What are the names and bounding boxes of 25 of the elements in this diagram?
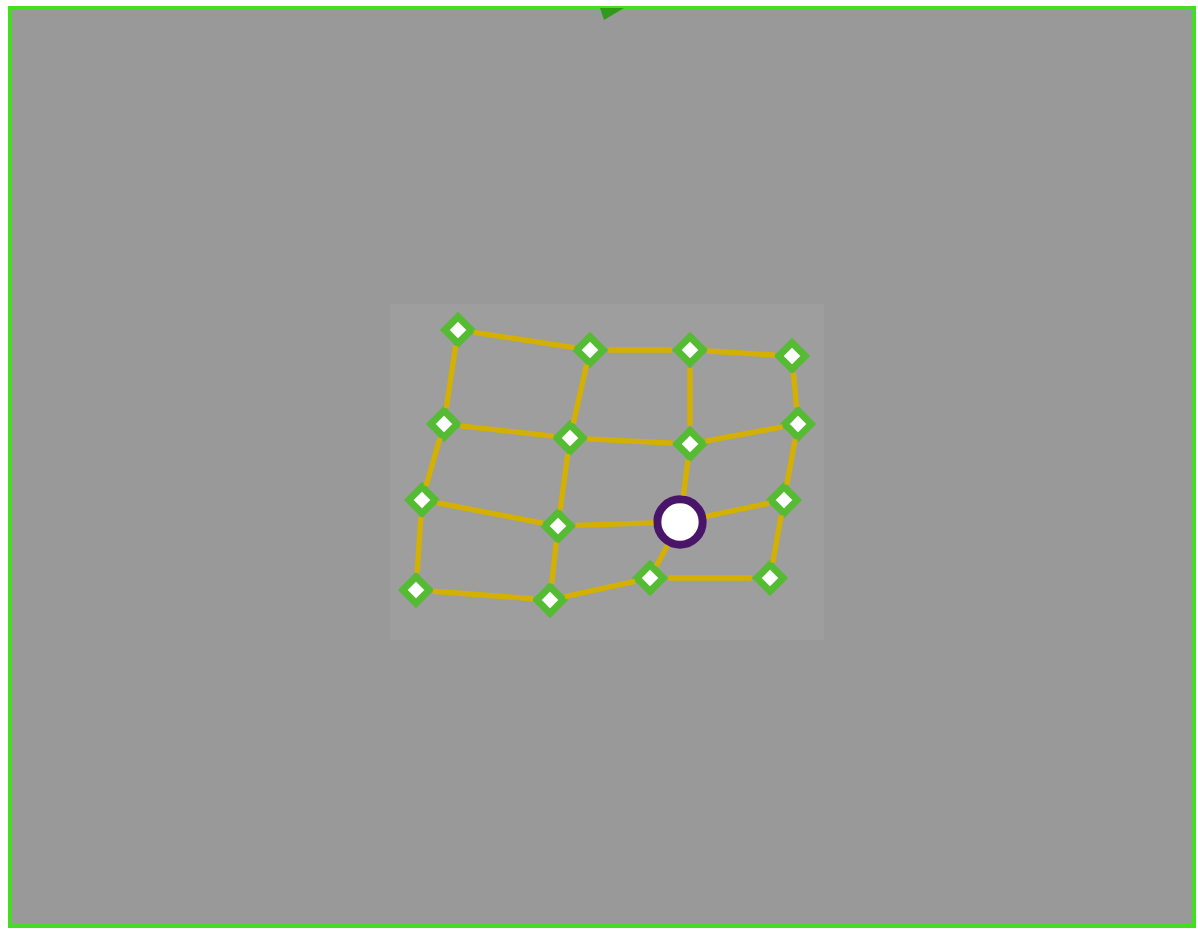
mesh-line	[570, 364, 590, 424]
mesh-line	[680, 459, 691, 496]
mesh-line	[436, 500, 544, 526]
mesh-line	[668, 575, 752, 581]
mesh-line	[705, 500, 770, 520]
mesh-line	[432, 588, 534, 602]
mesh-line	[770, 514, 784, 564]
mesh-line	[654, 544, 670, 568]
mesh-line	[704, 424, 784, 444]
mesh-line	[790, 372, 800, 408]
mesh-line	[460, 423, 554, 439]
mesh-line	[587, 436, 673, 446]
mesh-line	[784, 438, 798, 486]
mesh-line	[564, 578, 636, 600]
mesh-line	[473, 329, 575, 351]
mesh-line	[687, 368, 693, 426]
mesh-line	[557, 453, 571, 511]
selected-node	[653, 495, 707, 549]
mesh-line	[549, 542, 559, 584]
mesh-line	[423, 437, 443, 487]
mesh-line	[443, 345, 459, 409]
mesh-line	[707, 348, 776, 358]
mesh-line	[414, 516, 424, 574]
mesh-line	[575, 520, 654, 529]
mesh-line	[608, 347, 672, 353]
